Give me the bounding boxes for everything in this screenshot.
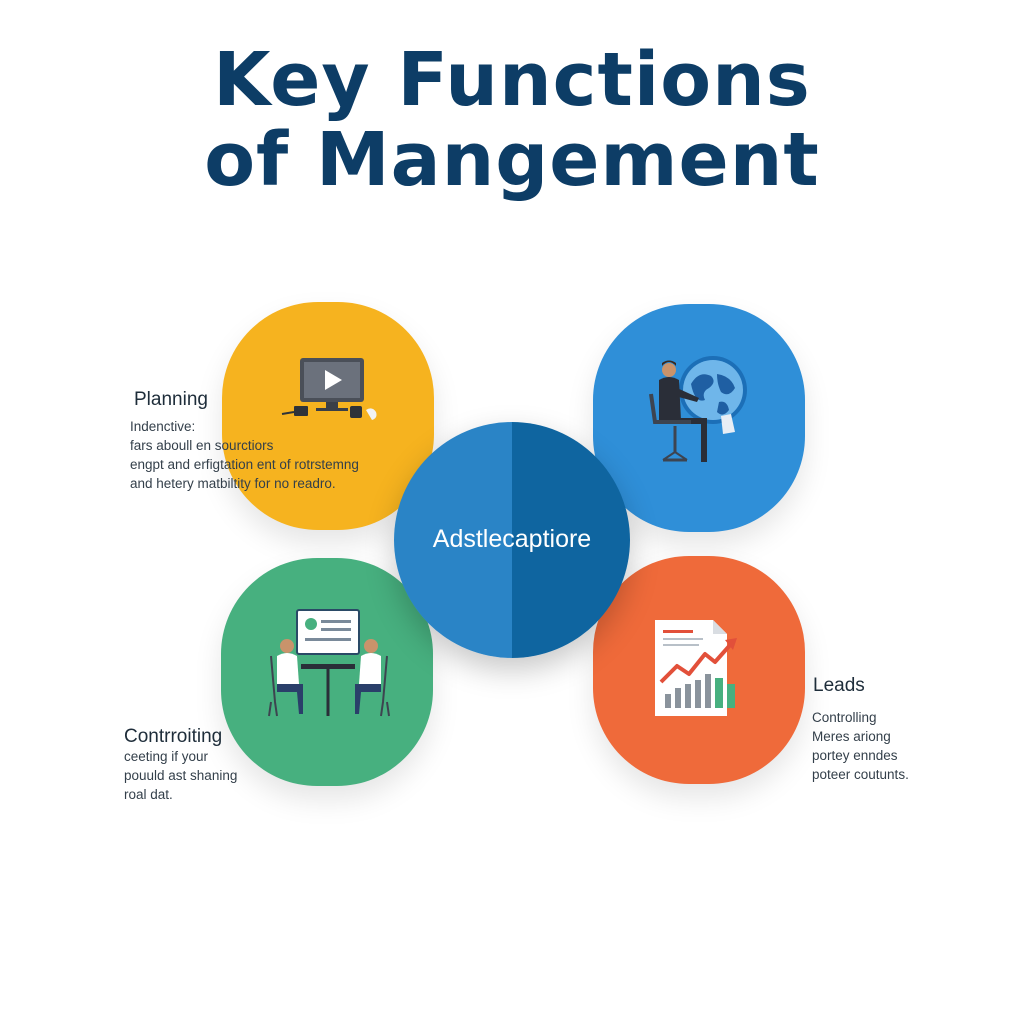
report-chart-icon — [655, 620, 737, 716]
controlling-line: roal dat. — [124, 787, 173, 802]
controlling-description: ceeting if your pouuld ast shaning roal … — [124, 747, 237, 804]
leads-line: Controlling — [812, 710, 877, 725]
strategy-card — [593, 304, 805, 532]
planning-card — [222, 302, 434, 530]
leads-line: poteer coutunts. — [812, 767, 909, 782]
center-label: Adstlecaptiore — [432, 525, 592, 553]
leads-line: portey enndes — [812, 748, 898, 763]
center-circle: Adstlecaptiore — [394, 422, 630, 658]
planning-line: and hetery matbiltity for no readro. — [130, 476, 336, 491]
leads-heading: Leads — [813, 675, 865, 696]
planning-line: Indenctive: — [130, 419, 196, 434]
title-line-2: of Mangement — [204, 117, 820, 203]
planning-line: engpt and erfigtation ent of rotrstemng — [130, 457, 359, 472]
controlling-heading: Contrroiting — [124, 726, 223, 747]
planning-description: Indenctive: fars aboull en sourctiors en… — [130, 417, 359, 493]
controlling-card — [221, 558, 433, 786]
planning-line: fars aboull en sourctiors — [130, 438, 274, 453]
page-title: Key Functions of Mangement — [0, 40, 1024, 200]
meeting-people-icon — [268, 609, 390, 717]
title-line-1: Key Functions — [213, 37, 811, 123]
controlling-line: ceeting if your — [124, 749, 209, 764]
computer-monitor-icon — [281, 358, 377, 420]
leads-description: Controlling Meres ariong portey enndes p… — [812, 708, 909, 784]
controlling-line: pouuld ast shaning — [124, 768, 238, 783]
leads-line: Meres ariong — [812, 729, 891, 744]
businessman-globe-icon — [649, 356, 747, 462]
leads-card — [593, 556, 805, 784]
planning-heading: Planning — [134, 389, 208, 410]
